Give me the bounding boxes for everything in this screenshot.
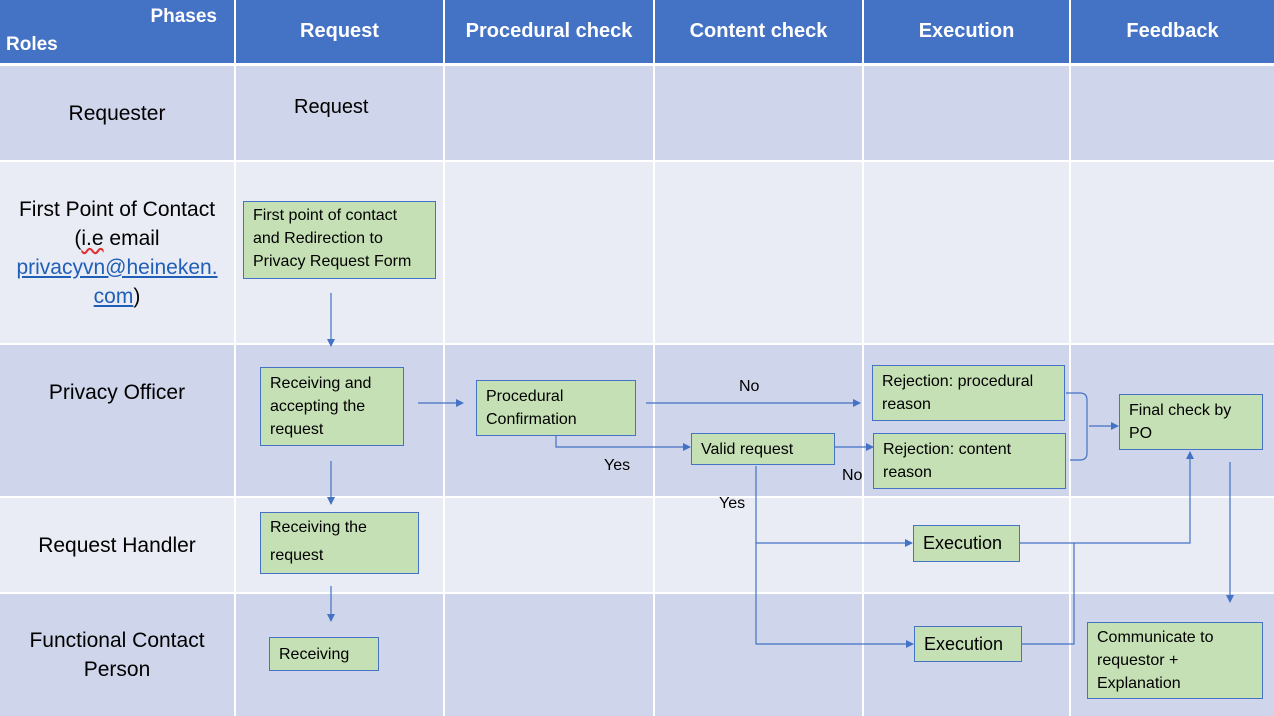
node-first-point-of-contact: First point of contact and Redirection t… xyxy=(243,201,436,279)
label-no-procedural: No xyxy=(739,378,760,395)
phase-header-execution: Execution xyxy=(864,0,1069,63)
role-first-contact-line1: First Point of Contact xyxy=(18,197,216,221)
arrow-execution-to-final-check xyxy=(1020,451,1194,544)
node-rejection-procedural: Rejection: procedural reason xyxy=(872,365,1065,421)
label-no-content: No xyxy=(842,467,863,484)
phase-header-content-check: Content check xyxy=(655,0,862,63)
node-request: Request xyxy=(294,96,369,118)
node-valid-request: Valid request xyxy=(691,433,835,465)
arrow-procedural-yes-to-valid xyxy=(555,436,691,451)
phases-label: Phases xyxy=(150,6,217,27)
node-final-check-by-po: Final check by PO xyxy=(1119,394,1263,450)
node-receiving-the-request: Receiving the request xyxy=(260,512,419,574)
email-link[interactable]: privacyvn@heineken. xyxy=(16,255,218,279)
phase-header-request: Request xyxy=(236,0,443,63)
label-yes-content: Yes xyxy=(719,495,746,512)
node-receiving: Receiving xyxy=(269,637,379,671)
role-first-point-of-contact: First Point of Contact (i.e email privac… xyxy=(16,197,218,308)
node-procedural-confirmation: Procedural Confirmation xyxy=(476,380,636,436)
ie-text: i.e xyxy=(81,226,104,250)
node-execution-contact: Execution xyxy=(914,626,1022,662)
phase-header-procedural-check: Procedural check xyxy=(445,0,653,63)
node-communicate-to-requestor: Communicate to requestor + Explanation xyxy=(1087,622,1263,699)
node-receiving-and-accepting: Receiving and accepting the request xyxy=(260,367,404,446)
role-request-handler: Request Handler xyxy=(38,533,196,557)
role-functional-contact-person: Functional Contact Person xyxy=(29,629,205,681)
bracket-rejections xyxy=(1066,392,1088,461)
node-rejection-content: Rejection: content reason xyxy=(873,433,1066,489)
label-yes-procedural: Yes xyxy=(604,457,631,474)
roles-label: Roles xyxy=(6,34,58,55)
role-privacy-officer: Privacy Officer xyxy=(48,380,186,404)
phase-header-feedback: Feedback xyxy=(1071,0,1274,63)
arrow-valid-yes-to-execution-contact xyxy=(755,543,914,648)
node-execution-handler: Execution xyxy=(913,525,1020,562)
roles-phases-header: Phases Roles xyxy=(0,0,234,63)
role-requester: Requester xyxy=(68,101,166,125)
email-link-continued[interactable]: com xyxy=(93,284,134,308)
line-execution-contact-join xyxy=(1022,543,1075,645)
